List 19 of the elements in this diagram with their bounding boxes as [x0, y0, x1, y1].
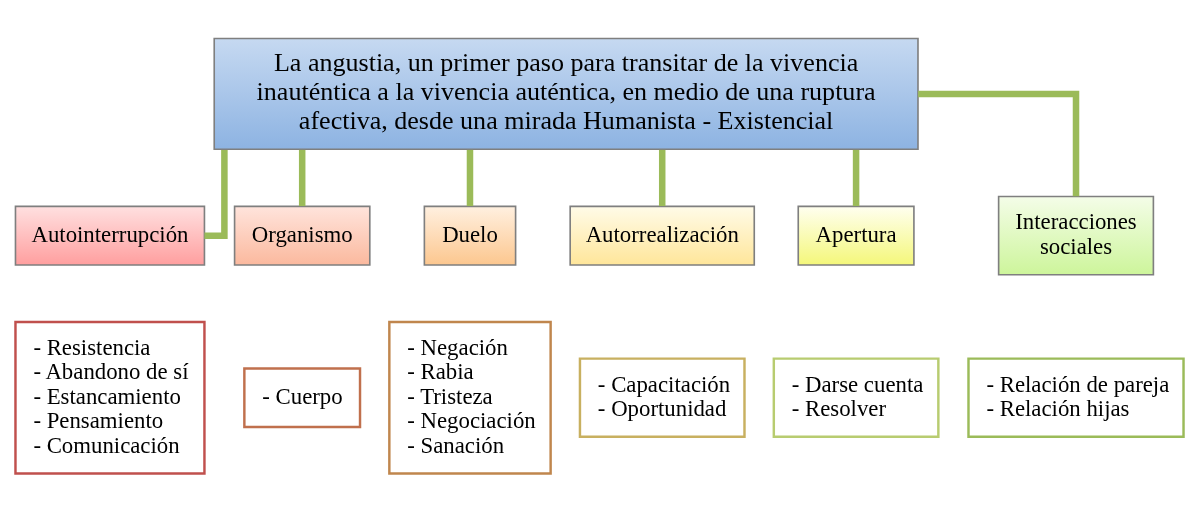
connector: [852, 149, 860, 207]
node-box: Autointerrupción: [14, 205, 206, 266]
node-box: Organismo: [233, 205, 371, 266]
node-box: - Darse cuenta - Resolver: [772, 357, 940, 439]
node-box: - Capacitación - Oportunidad: [578, 357, 746, 439]
node-box: Duelo: [423, 205, 517, 266]
node-box: - Negación - Rabia - Tristeza - Negociación - Sanación: [388, 320, 552, 475]
connector: [918, 90, 1080, 197]
node-box: - Relación de pareja - Relación hijas: [967, 357, 1185, 439]
node-box: Autorrealización: [569, 205, 756, 266]
node-box: Apertura: [797, 205, 915, 266]
connector: [298, 149, 306, 207]
connector: [204, 149, 228, 239]
node-box: - Cuerpo: [243, 367, 362, 429]
node-box: La angustia, un primer paso para transitar de la vivencia inauténtica a la vivencia auténtica, en medio de una ruptura afectiva, desde una mirada Humanista - Existencial: [213, 37, 919, 151]
node-box: Interacciones sociales: [997, 195, 1155, 276]
connector: [658, 149, 666, 207]
node-box: - Resistencia - Abandono de sí - Estancamiento - Pensamiento - Comunicación: [14, 320, 206, 475]
connector: [466, 149, 474, 207]
